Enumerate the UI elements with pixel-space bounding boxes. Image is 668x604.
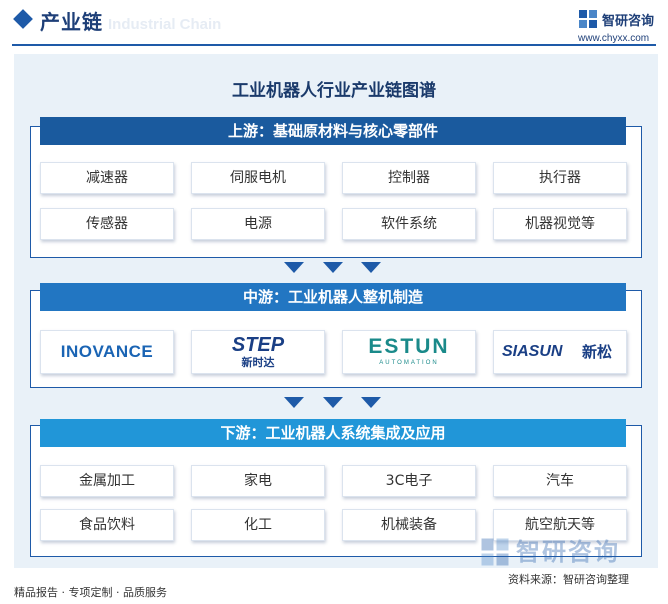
down-arrow-icon [323,262,343,273]
header-subtitle-en: Industrial Chain [108,16,222,33]
siasun-logo-subtext: 新松 [582,343,613,361]
siasun-logo-text: SIASUN [502,343,563,360]
step-logo-subtext: 新时达 [241,356,275,369]
down-arrow-icon [361,262,381,273]
upstream-item: 电源 [191,208,325,240]
upstream-heading: 上游：基础原材料与核心零部件 [40,117,626,145]
header-title: 产业链 [40,10,103,34]
header-diamond-icon [13,9,33,29]
step-logo-text: STEP [231,334,285,356]
brand-url: www.chyxx.com [578,33,650,44]
inovance-logo-text: INOVANCE [60,342,154,361]
down-arrow-icon [284,262,304,273]
downstream-item: 航空航天等 [493,509,627,541]
downstream-item: 化工 [191,509,325,541]
downstream-item: 家电 [191,465,325,497]
watermark-text: 智研咨询 [516,538,620,566]
upstream-item: 机器视觉等 [493,208,627,240]
upstream-item: 伺服电机 [191,162,325,194]
brand-name: 智研咨询 [602,14,655,29]
footer-source: 资料来源：智研咨询整理 [508,573,629,586]
footer-tagline: 精品报告 · 专项定制 · 品质服务 [14,586,167,599]
inovance-logo: INOVANCE [40,330,174,374]
watermark-logo-icon [481,538,509,566]
upstream-item: 执行器 [493,162,627,194]
brand-logo-icon [579,10,597,28]
down-arrow-icon [323,397,343,408]
midstream-heading: 中游：工业机器人整机制造 [40,283,626,311]
downstream-item: 食品饮料 [40,509,174,541]
downstream-item: 机械装备 [342,509,476,541]
estun-logo-subtext: AUTOMATION [379,360,439,366]
downstream-item: 3C电子 [342,465,476,497]
estun-logo-text: ESTUN [368,335,450,358]
down-arrow-icon [284,397,304,408]
header-divider [12,44,656,46]
step-logo: STEP 新时达 [191,330,325,374]
upstream-item: 软件系统 [342,208,476,240]
upstream-item: 控制器 [342,162,476,194]
diagram-title: 工业机器人行业产业链图谱 [232,81,436,101]
down-arrow-icon [361,397,381,408]
upstream-item: 传感器 [40,208,174,240]
siasun-logo: SIASUN 新松 [493,330,627,374]
estun-logo: ESTUN AUTOMATION [342,330,476,374]
watermark-logo: 智研咨询 [480,536,650,568]
downstream-item: 金属加工 [40,465,174,497]
upstream-item: 减速器 [40,162,174,194]
downstream-item: 汽车 [493,465,627,497]
downstream-heading: 下游：工业机器人系统集成及应用 [40,419,626,447]
